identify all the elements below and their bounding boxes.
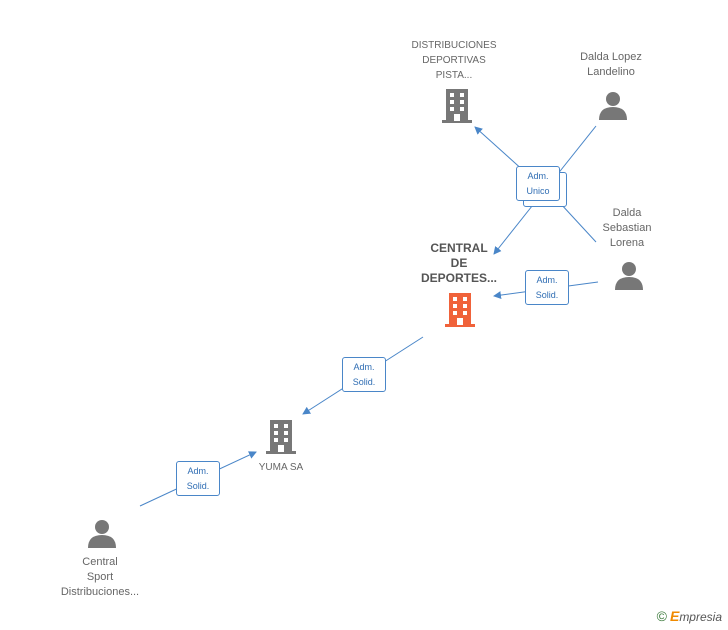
node-label-central-deportes[interactable]: CENTRAL DE DEPORTES... [409, 241, 509, 286]
badge-line: Solid. [535, 290, 559, 300]
badge-line: Solid. [186, 481, 210, 491]
badge-line: Unico [526, 186, 550, 196]
role-badge-adm-solid[interactable]: Adm. Solid. [525, 270, 569, 305]
copyright-icon: © [656, 608, 667, 624]
node-label-line: DEPORTES... [420, 271, 497, 285]
node-label-central-sport[interactable]: Central Sport Distribuciones... [40, 555, 160, 600]
node-label-line: DEPORTIVAS [422, 55, 486, 66]
node-label-dalda-lopez[interactable]: Dalda Lopez Landelino [561, 50, 661, 80]
building-icon[interactable] [445, 293, 475, 327]
node-label-line: DISTRIBUCIONES [411, 40, 497, 51]
role-badge-adm-solid[interactable]: Adm. Solid. [342, 357, 386, 392]
node-label-line: PISTA... [435, 70, 473, 81]
role-badge-adm-solid[interactable]: Adm. Solid. [176, 461, 220, 496]
node-label-dalda-sebastian[interactable]: Dalda Sebastian Lorena [577, 206, 677, 251]
person-icon[interactable] [614, 260, 644, 290]
building-icon[interactable] [442, 89, 472, 123]
badge-line: Solid. [352, 377, 376, 387]
person-icon[interactable] [87, 518, 117, 548]
node-label-line: Distribuciones... [60, 586, 140, 598]
node-label-line: Landelino [587, 66, 635, 78]
brand-logo-e: E [669, 608, 680, 624]
node-label-line: CENTRAL [430, 241, 488, 255]
node-label-line: Dalda [612, 207, 642, 219]
node-label-line: YUMA SA [258, 462, 304, 473]
node-label-line: Dalda Lopez [580, 51, 642, 63]
badge-line: Adm. [536, 275, 558, 285]
empresia-brand: ©Empresia [657, 608, 722, 624]
person-icon[interactable] [598, 90, 628, 120]
node-label-line: Sebastian [602, 222, 652, 234]
role-badge-adm-unico[interactable]: Adm. Unico [516, 166, 560, 201]
node-label-line: Central [82, 556, 118, 568]
node-label-line: DE [450, 256, 468, 270]
node-label-distribuciones[interactable]: DISTRIBUCIONES DEPORTIVAS PISTA... [404, 38, 504, 83]
node-label-yuma[interactable]: YUMA SA [241, 460, 321, 475]
building-icon[interactable] [266, 420, 296, 454]
node-label-line: Lorena [609, 237, 645, 249]
badge-line: Adm. [527, 171, 549, 181]
brand-logo-text: mpresia [679, 610, 722, 624]
badge-line: Adm. [187, 466, 209, 476]
node-label-line: Sport [86, 571, 114, 583]
badge-line: Adm. [353, 362, 375, 372]
